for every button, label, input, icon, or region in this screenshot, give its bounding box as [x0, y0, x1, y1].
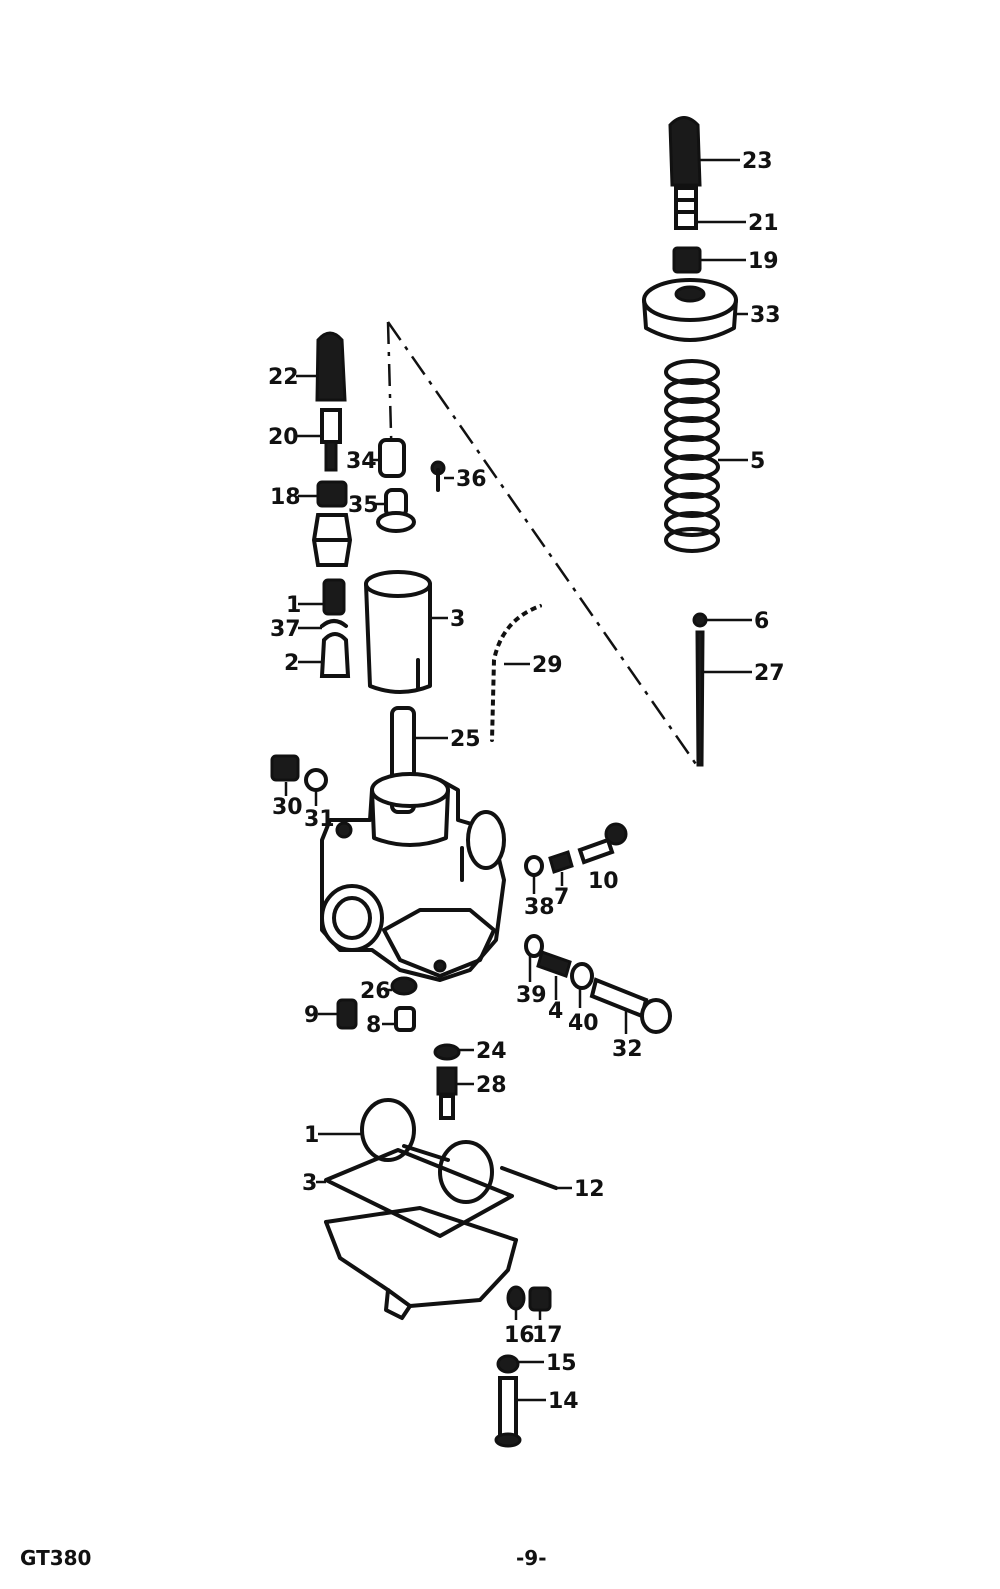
label-26: 26	[360, 979, 391, 1004]
part-31-washer	[304, 768, 328, 792]
label-28: 28	[476, 1073, 507, 1098]
part-33-cap-ring	[642, 278, 738, 342]
label-32: 32	[612, 1037, 643, 1062]
label-1b: 1	[304, 1123, 319, 1148]
label-16: 16	[504, 1323, 535, 1348]
label-22: 22	[268, 365, 299, 390]
label-29: 29	[532, 653, 563, 678]
label-7: 7	[554, 885, 569, 910]
part-36-screw	[430, 460, 446, 492]
part-32-screw	[589, 977, 672, 1034]
label-6: 6	[754, 609, 769, 634]
label-23: 23	[742, 149, 773, 174]
label-17: 17	[532, 1323, 563, 1348]
part-3-gasket	[324, 1148, 514, 1238]
part-22-cap	[315, 331, 347, 402]
label-36: 36	[456, 467, 487, 492]
label-39: 39	[516, 983, 547, 1008]
label-38: 38	[524, 895, 555, 920]
label-3b: 3	[302, 1171, 317, 1196]
part-6-clip	[692, 612, 708, 628]
label-21: 21	[748, 211, 779, 236]
part-39-oring	[524, 934, 544, 958]
label-14: 14	[548, 1389, 579, 1414]
label-30: 30	[272, 795, 303, 820]
part-26-washer	[390, 976, 418, 996]
label-18: 18	[270, 485, 301, 510]
label-15: 15	[546, 1351, 577, 1376]
label-19: 19	[748, 249, 779, 274]
part-15-washer	[496, 1354, 520, 1374]
part-30-plug	[270, 754, 300, 782]
label-20: 20	[268, 425, 299, 450]
part-8-jet	[394, 1006, 416, 1032]
label-2: 2	[284, 651, 299, 676]
part-4-spring	[536, 950, 572, 978]
part-18-nut	[316, 480, 348, 508]
part-35-stopper	[376, 488, 416, 533]
part-12-pin	[500, 1166, 558, 1190]
label-35: 35	[348, 493, 379, 518]
part-10-screw	[577, 822, 628, 865]
page-number: -9-	[516, 1546, 547, 1570]
part-body-adapter	[311, 513, 353, 567]
part-27-needle	[695, 630, 705, 767]
label-4: 4	[548, 999, 563, 1024]
label-8: 8	[366, 1013, 381, 1038]
label-40: 40	[568, 1011, 599, 1036]
part-24-washer	[433, 1043, 461, 1061]
assembly-line	[386, 321, 702, 771]
part-40-washer	[570, 962, 594, 990]
part-9-jet	[336, 998, 358, 1030]
carburetor-body	[320, 772, 506, 982]
label-5: 5	[750, 449, 765, 474]
part-14-screw	[494, 1376, 522, 1448]
part-1-float	[360, 1098, 494, 1204]
part-19-nut	[672, 246, 702, 274]
label-34: 34	[346, 449, 377, 474]
float-bowl	[324, 1206, 518, 1320]
label-24: 24	[476, 1039, 507, 1064]
label-1a: 1	[286, 593, 301, 618]
part-37-clip	[320, 619, 348, 628]
part-21-adjuster	[674, 186, 698, 230]
part-28-needle-valve	[436, 1066, 458, 1120]
part-7-spring	[548, 850, 574, 874]
part-3-throttle-valve	[364, 570, 432, 694]
part-5-spring	[664, 359, 720, 553]
part-23-cap	[668, 116, 702, 187]
part-29-hose	[489, 603, 542, 742]
label-10: 10	[588, 869, 619, 894]
label-12: 12	[574, 1177, 605, 1202]
label-37: 37	[270, 617, 301, 642]
part-1-spring	[322, 578, 346, 616]
part-2-seat	[319, 632, 351, 678]
label-25: 25	[450, 727, 481, 752]
label-31: 31	[304, 807, 335, 832]
leader-lines	[284, 158, 752, 1402]
part-20-adjuster	[320, 408, 342, 472]
part-17-plug	[528, 1286, 552, 1312]
model-code: GT380	[20, 1546, 92, 1570]
label-3a: 3	[450, 607, 465, 632]
part-34-sleeve	[378, 438, 406, 478]
part-38-oring	[524, 855, 544, 877]
part-16-washer	[506, 1285, 526, 1311]
label-9: 9	[304, 1003, 319, 1028]
label-27: 27	[754, 661, 785, 686]
label-33: 33	[750, 303, 781, 328]
